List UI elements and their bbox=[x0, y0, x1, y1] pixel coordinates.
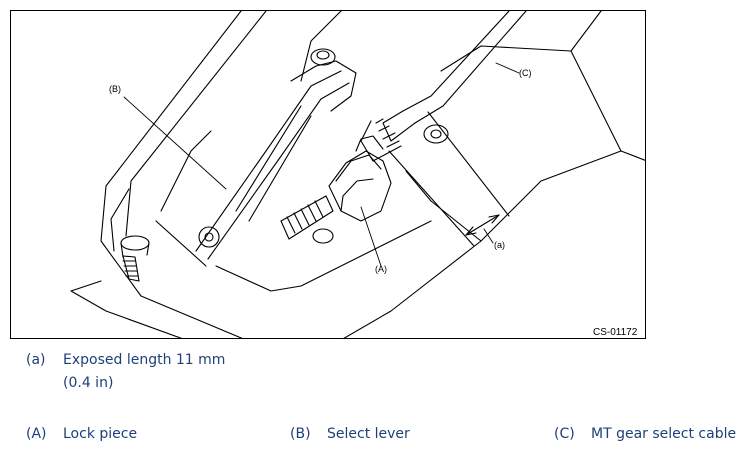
lock-piece-shape bbox=[328, 135, 392, 222]
figure-id: CS-01172 bbox=[593, 327, 638, 338]
callout-c: (C) bbox=[519, 68, 532, 78]
legend-B-key: (B) bbox=[290, 426, 311, 442]
dimension-a bbox=[388, 111, 510, 247]
threaded-end bbox=[280, 195, 334, 240]
callout-a-dimension: (a) bbox=[494, 240, 505, 250]
legend-a-key: (a) bbox=[26, 352, 46, 368]
select-lever-shape bbox=[195, 48, 357, 260]
legend-a-text: Exposed length 11 mm bbox=[63, 352, 226, 368]
legend-C-key: (C) bbox=[554, 426, 575, 442]
callout-b: (B) bbox=[109, 84, 121, 94]
left-bolt bbox=[120, 235, 150, 282]
legend-B-text: Select lever bbox=[327, 426, 410, 442]
technical-illustration: (B) (C) (A) (a) CS-01172 bbox=[10, 10, 646, 339]
line-drawing bbox=[70, 11, 645, 338]
legend-a-text-line2: (0.4 in) bbox=[63, 375, 114, 391]
housing-outline bbox=[70, 11, 645, 338]
legend-C-text: MT gear select cable bbox=[591, 426, 737, 442]
leader-lines bbox=[123, 62, 520, 267]
legend-A-text: Lock piece bbox=[63, 426, 138, 442]
legend-A-key: (A) bbox=[26, 426, 47, 442]
select-cable-shape bbox=[312, 11, 527, 244]
callout-a-lower: (A) bbox=[375, 264, 387, 274]
